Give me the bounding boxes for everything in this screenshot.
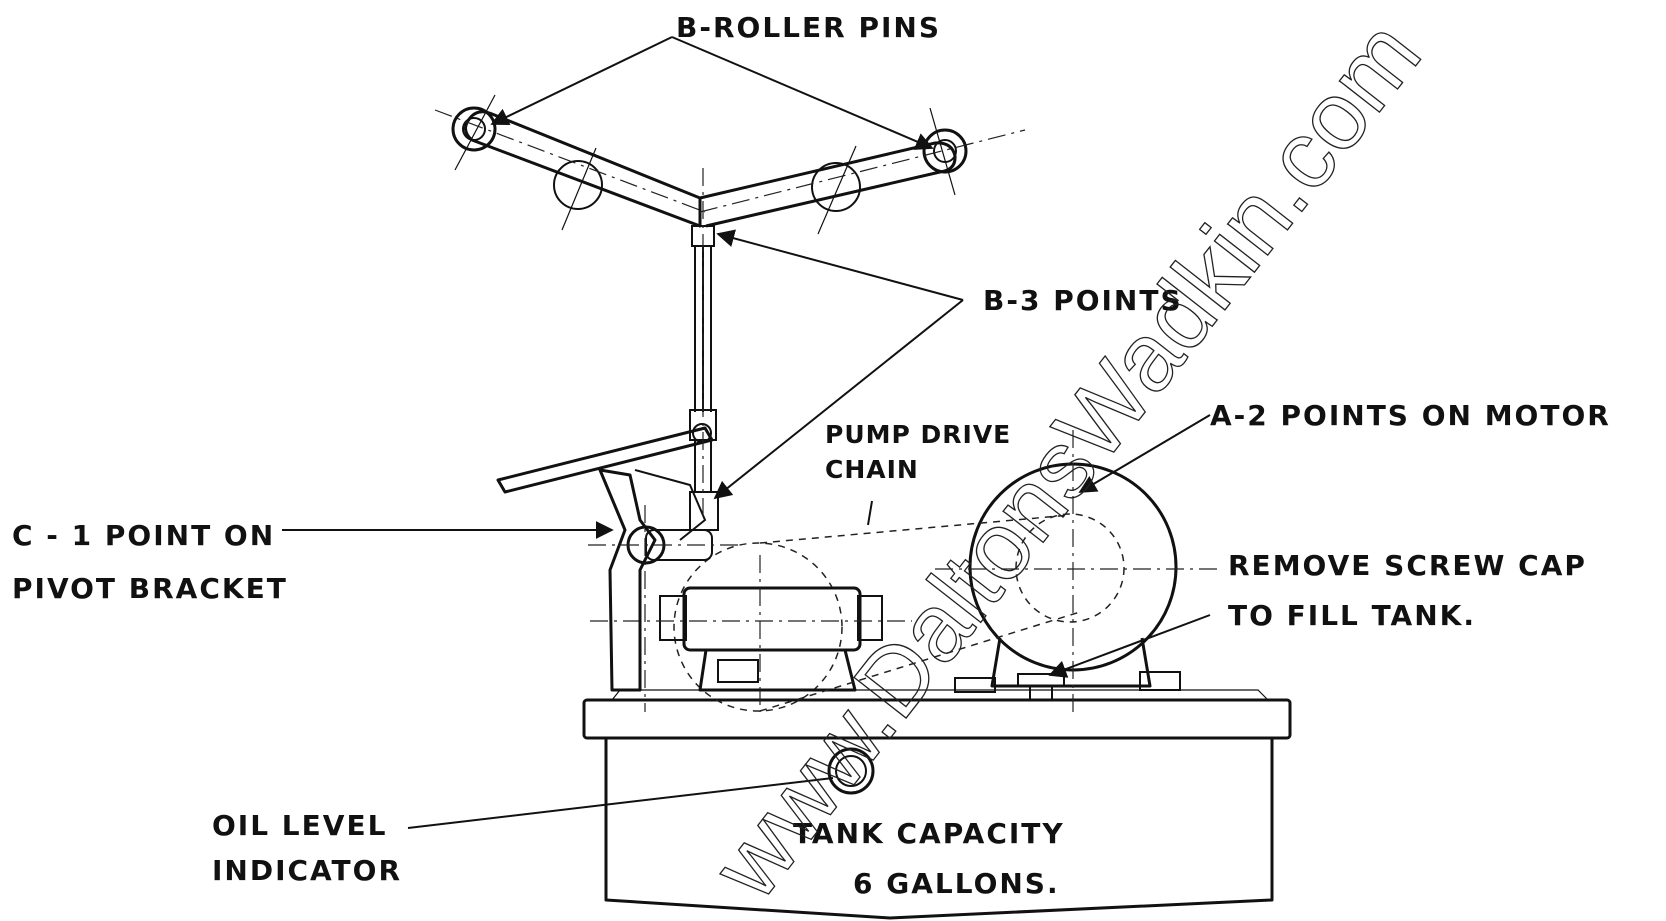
motor-sprocket (1015, 513, 1125, 623)
motor (935, 430, 1220, 712)
watermark: www.DaltonsWadkin.com (692, 1, 1442, 918)
label-oil-level-1: OIL LEVEL (212, 809, 387, 842)
label-oil-level-2: INDICATOR (212, 854, 402, 887)
pump-sprocket (673, 542, 843, 712)
tank-body (604, 738, 1274, 920)
label-roller-pins: B-ROLLER PINS (676, 11, 941, 44)
pivot-bracket (588, 468, 740, 712)
label-a2-points: A-2 POINTS ON MOTOR (1210, 399, 1611, 432)
label-remove-cap-2: TO FILL TANK. (1228, 599, 1476, 632)
vertical-rod (689, 225, 719, 531)
left-roller-pin (451, 106, 497, 152)
filler-screw-cap (1017, 673, 1065, 701)
label-c1-point-1: C - 1 POINT ON (12, 519, 275, 552)
label-c1-point-2: PIVOT BRACKET (12, 572, 288, 605)
right-roller-pin (922, 128, 968, 174)
roller-arms (434, 94, 1026, 520)
tank-top-plate (582, 698, 1292, 740)
label-tank-capacity-1: TANK CAPACITY (793, 817, 1065, 850)
leader-lines (282, 36, 1211, 829)
label-pump-drive-chain-1: PUMP DRIVE (825, 420, 1011, 449)
label-tank-capacity-2: 6 GALLONS. (853, 867, 1060, 900)
label-pump-drive-chain-2: CHAIN (825, 455, 919, 484)
label-b3-points: B-3 POINTS (983, 284, 1183, 317)
oil-tank (582, 689, 1292, 920)
label-remove-cap-1: REMOVE SCREW CAP (1228, 549, 1587, 582)
pump-unit (590, 542, 912, 712)
oil-level-indicator (827, 747, 875, 795)
